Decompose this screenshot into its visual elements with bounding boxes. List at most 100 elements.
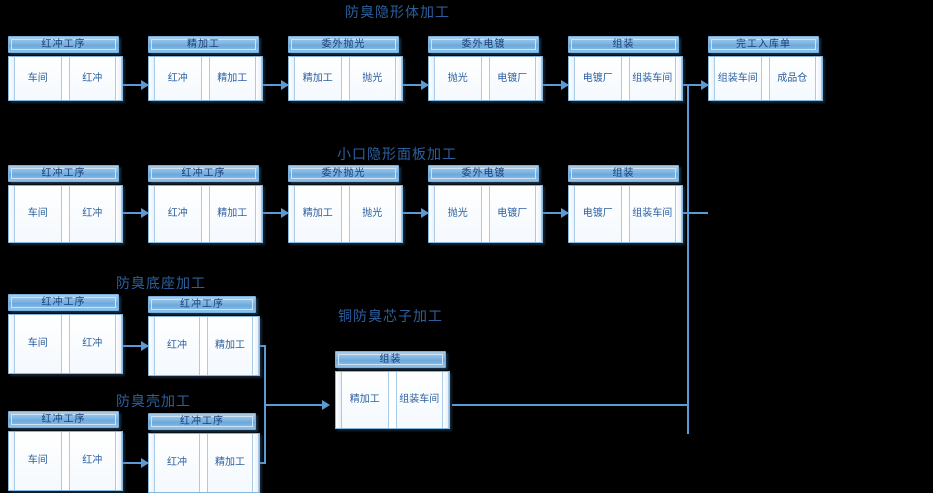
- rail: [289, 57, 295, 100]
- rail: [9, 315, 15, 373]
- rail: [569, 186, 575, 242]
- rail: [481, 57, 490, 100]
- node-body: 精加工 抛光: [288, 185, 403, 243]
- rail: [256, 57, 262, 100]
- node-cell-left: 精加工: [295, 186, 342, 242]
- node-cell-right: 电镀厂: [489, 186, 536, 242]
- arrowhead-r4-1: [141, 458, 149, 468]
- node-cell-right: 精加工: [208, 317, 253, 375]
- node-header: 红冲工序: [8, 294, 119, 311]
- connector-r2-3: [403, 212, 429, 214]
- rail: [116, 432, 122, 490]
- node-header: 委外抛光: [288, 165, 399, 182]
- node-r1-2[interactable]: 精加工 红冲 精加工: [148, 36, 263, 101]
- node-cell-right: 精加工: [209, 57, 256, 100]
- rail: [443, 372, 449, 428]
- node-header: 委外电镀: [428, 165, 539, 182]
- connector-r1-2: [263, 84, 289, 86]
- node-body: 精加工 抛光: [288, 56, 403, 101]
- rail: [116, 57, 122, 100]
- rail: [9, 432, 15, 490]
- connector-r3-1: [123, 345, 149, 347]
- node-cell-right: 精加工: [208, 434, 253, 492]
- rail: [253, 434, 259, 492]
- node-body: 电镀厂 组装车间: [568, 56, 683, 101]
- node-cell-left: 车间: [15, 57, 62, 100]
- node-r2-5[interactable]: 组装 电镀厂 组装车间: [568, 165, 683, 243]
- arrowhead-r1-4: [561, 80, 569, 90]
- rail: [201, 186, 210, 242]
- node-cell-right: 红冲: [69, 57, 116, 100]
- connector-r4-1: [123, 462, 149, 464]
- node-r1-6[interactable]: 完工入库单 组装车间 成品仓: [708, 36, 823, 101]
- node-r5-assembly[interactable]: 组装 精加工 组装车间: [335, 351, 450, 429]
- node-r2-3[interactable]: 委外抛光 精加工 抛光: [288, 165, 403, 243]
- node-cell-right: 电镀厂: [489, 57, 536, 100]
- connector-r2-2: [263, 212, 289, 214]
- node-body: 抛光 电镀厂: [428, 185, 543, 243]
- node-cell-left: 精加工: [342, 372, 389, 428]
- node-cell-left: 电镀厂: [575, 186, 622, 242]
- node-r4-2[interactable]: 红冲工序 红冲 精加工: [148, 413, 260, 493]
- node-cell-right: 组装车间: [396, 372, 443, 428]
- rail: [341, 186, 350, 242]
- node-r3-2[interactable]: 红冲工序 红冲 精加工: [148, 296, 260, 376]
- node-r2-2[interactable]: 红冲工序 红冲 精加工: [148, 165, 263, 243]
- rail: [536, 57, 542, 100]
- node-r1-1[interactable]: 红冲工序 车间 红冲: [8, 36, 123, 101]
- node-cell-left: 抛光: [435, 57, 482, 100]
- node-header: 精加工: [148, 36, 259, 53]
- rail: [336, 372, 342, 428]
- node-body: 红冲 精加工: [148, 56, 263, 101]
- arrowhead-r1-3: [421, 80, 429, 90]
- node-r2-1[interactable]: 红冲工序 车间 红冲: [8, 165, 123, 243]
- node-cell-right: 组装车间: [629, 57, 676, 100]
- rail: [116, 186, 122, 242]
- rail: [149, 57, 155, 100]
- node-header: 红冲工序: [148, 165, 259, 182]
- node-r1-3[interactable]: 委外抛光 精加工 抛光: [288, 36, 403, 101]
- rail: [569, 57, 575, 100]
- rail: [201, 57, 210, 100]
- node-body: 红冲 精加工: [148, 185, 263, 243]
- connector-merge-to-assembly: [264, 404, 328, 406]
- rail: [61, 57, 70, 100]
- connector-r1-4: [543, 84, 569, 86]
- node-header: 红冲工序: [8, 165, 119, 182]
- node-header: 完工入库单: [708, 36, 819, 53]
- rail: [536, 186, 542, 242]
- node-header: 委外电镀: [428, 36, 539, 53]
- rail: [116, 315, 122, 373]
- node-header: 委外抛光: [288, 36, 399, 53]
- rail: [481, 186, 490, 242]
- connector-r4-out: [258, 462, 266, 464]
- node-r2-4[interactable]: 委外电镀 抛光 电镀厂: [428, 165, 543, 243]
- arrowhead-assembly-in: [322, 400, 330, 410]
- node-body: 车间 红冲: [8, 314, 123, 374]
- rail: [621, 57, 630, 100]
- node-body: 车间 红冲: [8, 56, 123, 101]
- rail: [396, 57, 402, 100]
- connector-r3-out: [258, 345, 266, 347]
- rail: [816, 57, 822, 100]
- connector-r1-1: [123, 84, 149, 86]
- arrowhead-r1-5: [701, 80, 709, 90]
- rail: [200, 434, 208, 492]
- node-cell-right: 成品仓: [769, 57, 816, 100]
- rail: [709, 57, 715, 100]
- node-r4-1[interactable]: 红冲工序 车间 红冲: [8, 411, 123, 491]
- node-r3-1[interactable]: 红冲工序 车间 红冲: [8, 294, 123, 374]
- node-r1-5[interactable]: 组装 电镀厂 组装车间: [568, 36, 683, 101]
- node-cell-left: 抛光: [435, 186, 482, 242]
- node-body: 精加工 组装车间: [335, 371, 450, 429]
- node-r1-4[interactable]: 委外电镀 抛光 电镀厂: [428, 36, 543, 101]
- node-header: 红冲工序: [8, 411, 119, 428]
- node-cell-right: 抛光: [349, 186, 396, 242]
- node-header: 组装: [568, 36, 679, 53]
- node-header: 红冲工序: [8, 36, 119, 53]
- arrowhead-r2-2: [281, 208, 289, 218]
- group-title-xiaokou-yinxing-mianban: 小口隐形面板加工: [337, 147, 457, 163]
- connector-r2-to-spine: [683, 212, 708, 214]
- node-cell-left: 电镀厂: [575, 57, 622, 100]
- rail: [253, 317, 259, 375]
